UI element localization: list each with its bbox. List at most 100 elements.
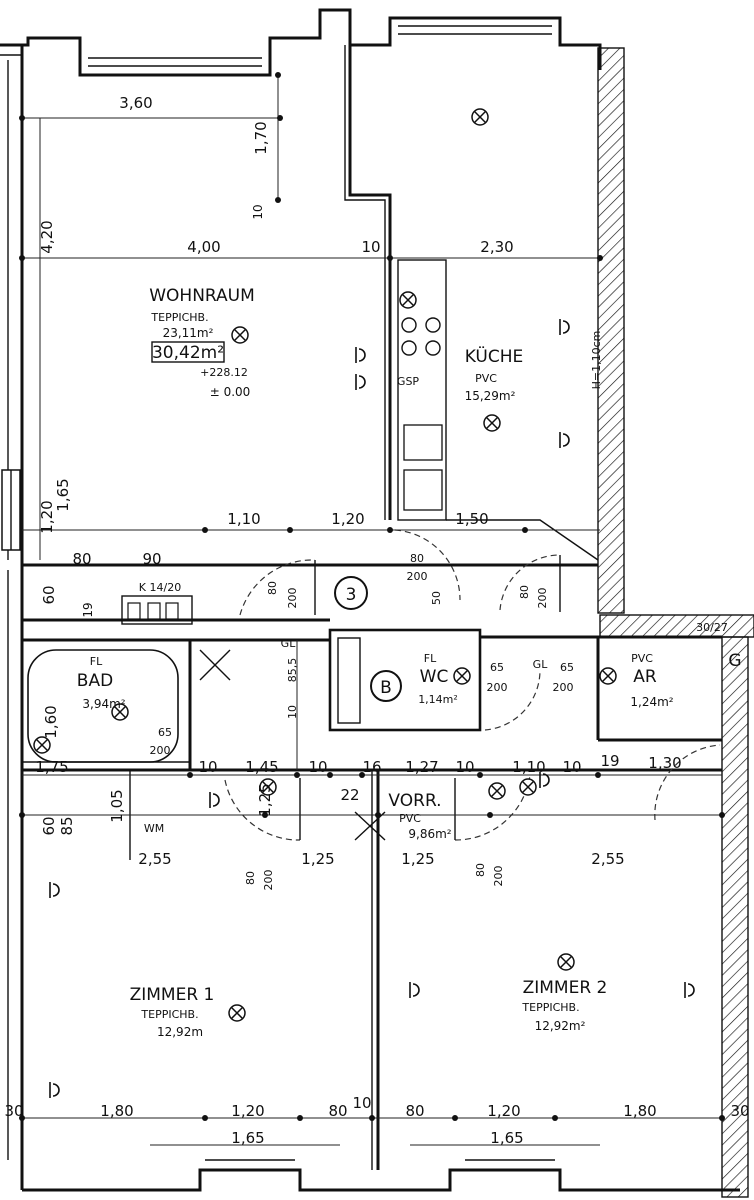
- dim-label: 10: [198, 758, 217, 776]
- dim-label: 2,30: [480, 238, 513, 256]
- dim-label: 4,20: [38, 220, 56, 253]
- dim-label: 200: [262, 870, 275, 891]
- dim-label: 10: [562, 758, 581, 776]
- dim-label: 10: [286, 705, 299, 719]
- dim-label: 1,20: [38, 500, 56, 533]
- dim-label: 1,45: [245, 758, 278, 776]
- dim-label: 2,55: [591, 850, 624, 868]
- dim-label: 1,80: [623, 1102, 656, 1120]
- dim-label: 65: [158, 726, 172, 739]
- dim-label: 1,30: [648, 754, 681, 772]
- ar-name: AR: [633, 667, 657, 687]
- dim-label: 200: [150, 744, 171, 757]
- zimmer2-light-icon: [557, 953, 575, 971]
- bad-name: BAD: [77, 671, 113, 691]
- dim-label: 1,65: [231, 1129, 264, 1147]
- kueche-name: KÜCHE: [465, 345, 524, 367]
- dim-label: 22: [340, 786, 359, 804]
- kueche-floor: PVC: [475, 372, 497, 385]
- door-swings: [224, 529, 721, 841]
- dim-label: 1,10: [227, 510, 260, 528]
- socket-icon: [355, 373, 366, 391]
- vorraum-name: VORR.: [388, 791, 441, 811]
- kueche-ceiling-light-icon: [471, 108, 489, 126]
- dim-label: 16: [362, 758, 381, 776]
- dimension-lines: [19, 72, 725, 1146]
- dim-label: 19: [600, 752, 619, 770]
- height-note: H=1,10cm: [590, 331, 603, 390]
- socket-icon: [559, 318, 570, 336]
- shaft-circle: [370, 670, 402, 702]
- dim-label: 3,60: [119, 94, 152, 112]
- dim-label: 1,65: [54, 478, 72, 511]
- vorraum-light-b-icon: [519, 778, 537, 796]
- kitchen-fittings: [397, 259, 599, 561]
- dim-label: 60: [40, 816, 58, 835]
- dim-label: 1,50: [455, 510, 488, 528]
- dim-label: 80: [405, 1102, 424, 1120]
- dim-label: 1,25: [401, 850, 434, 868]
- dim-label: 85: [58, 816, 76, 835]
- zimmer2-floor: TEPPICHB.: [521, 1001, 579, 1014]
- wohnraum-area-sub: 23,11m²: [163, 326, 214, 340]
- socket-icon: [409, 981, 420, 999]
- socket-icon: [559, 431, 570, 449]
- dim-label: 200: [536, 588, 549, 609]
- dimension-labels: 3,60 1,70 10 4,20 4,00 10 2,30 1,20 1,65…: [4, 94, 749, 1147]
- ga-label: G: [728, 651, 741, 671]
- wm-label: WM: [144, 822, 164, 835]
- unit-number-circle: [334, 576, 368, 610]
- wc-area: 1,14m²: [418, 693, 458, 706]
- socket-icon: [355, 346, 366, 364]
- shaft-label: B: [380, 678, 392, 698]
- zimmer1-name: ZIMMER 1: [130, 985, 215, 1005]
- dim-label: 80: [244, 871, 257, 885]
- dim-label: 65: [560, 661, 574, 674]
- dim-label: 1,10: [512, 758, 545, 776]
- dim-label: 80: [518, 585, 531, 599]
- dim-label: 200: [407, 570, 428, 583]
- gsp-label: GSP: [397, 375, 420, 388]
- socket-icon: [209, 791, 220, 809]
- vorraum-floor: PVC: [399, 812, 421, 825]
- wc-light-icon: [453, 667, 471, 685]
- wohnraum-level-top: +228.12: [200, 366, 248, 379]
- zimmer2-area: 12,92m²: [535, 1019, 586, 1033]
- bath-fittings: [27, 595, 231, 763]
- dim-label: 1,20: [487, 1102, 520, 1120]
- dim-label: 80: [328, 1102, 347, 1120]
- dim-label: 200: [553, 681, 574, 694]
- socket-icon: [684, 981, 695, 999]
- bad-area: 3,94m²: [82, 697, 125, 711]
- dim-label: 80: [410, 552, 424, 565]
- dim-label: 90: [142, 550, 161, 568]
- wc-floor: FL: [424, 652, 437, 665]
- zimmer1-light-icon: [228, 1004, 246, 1022]
- dim-label: 1,75: [35, 758, 68, 776]
- unit-number: 3: [346, 585, 357, 605]
- dim-label: 60: [40, 585, 58, 604]
- dim-label: 85,5: [286, 658, 299, 683]
- socket-icon: [49, 1081, 60, 1099]
- internal-walls: [22, 45, 722, 1170]
- wohnraum-floor: TEPPICHB.: [150, 311, 208, 324]
- dim-label: 50: [430, 591, 443, 605]
- zimmer1-area: 12,92m: [157, 1025, 203, 1039]
- dim-label: 19: [81, 602, 95, 617]
- dim-label: 10: [251, 204, 265, 219]
- dim-label: 10: [455, 758, 474, 776]
- dim-label: 30: [4, 1102, 23, 1120]
- gl-ar: GL: [533, 658, 549, 671]
- dim-label: 1,25: [256, 783, 274, 816]
- dim-label: 4,00: [187, 238, 220, 256]
- kueche-area: 15,29m²: [465, 389, 516, 403]
- wohnraum-level-bottom: ± 0.00: [210, 385, 251, 399]
- dim-label: 1,05: [108, 789, 126, 822]
- wohnraum-area-total: 30,42m²: [152, 343, 224, 363]
- kueche-light-icon: [483, 414, 501, 432]
- outer-walls: [0, 8, 754, 1198]
- dim-label: 80: [474, 863, 487, 877]
- dim-label: 1,27: [405, 758, 438, 776]
- ar-floor: PVC: [631, 652, 653, 665]
- dim-label: 200: [492, 866, 505, 887]
